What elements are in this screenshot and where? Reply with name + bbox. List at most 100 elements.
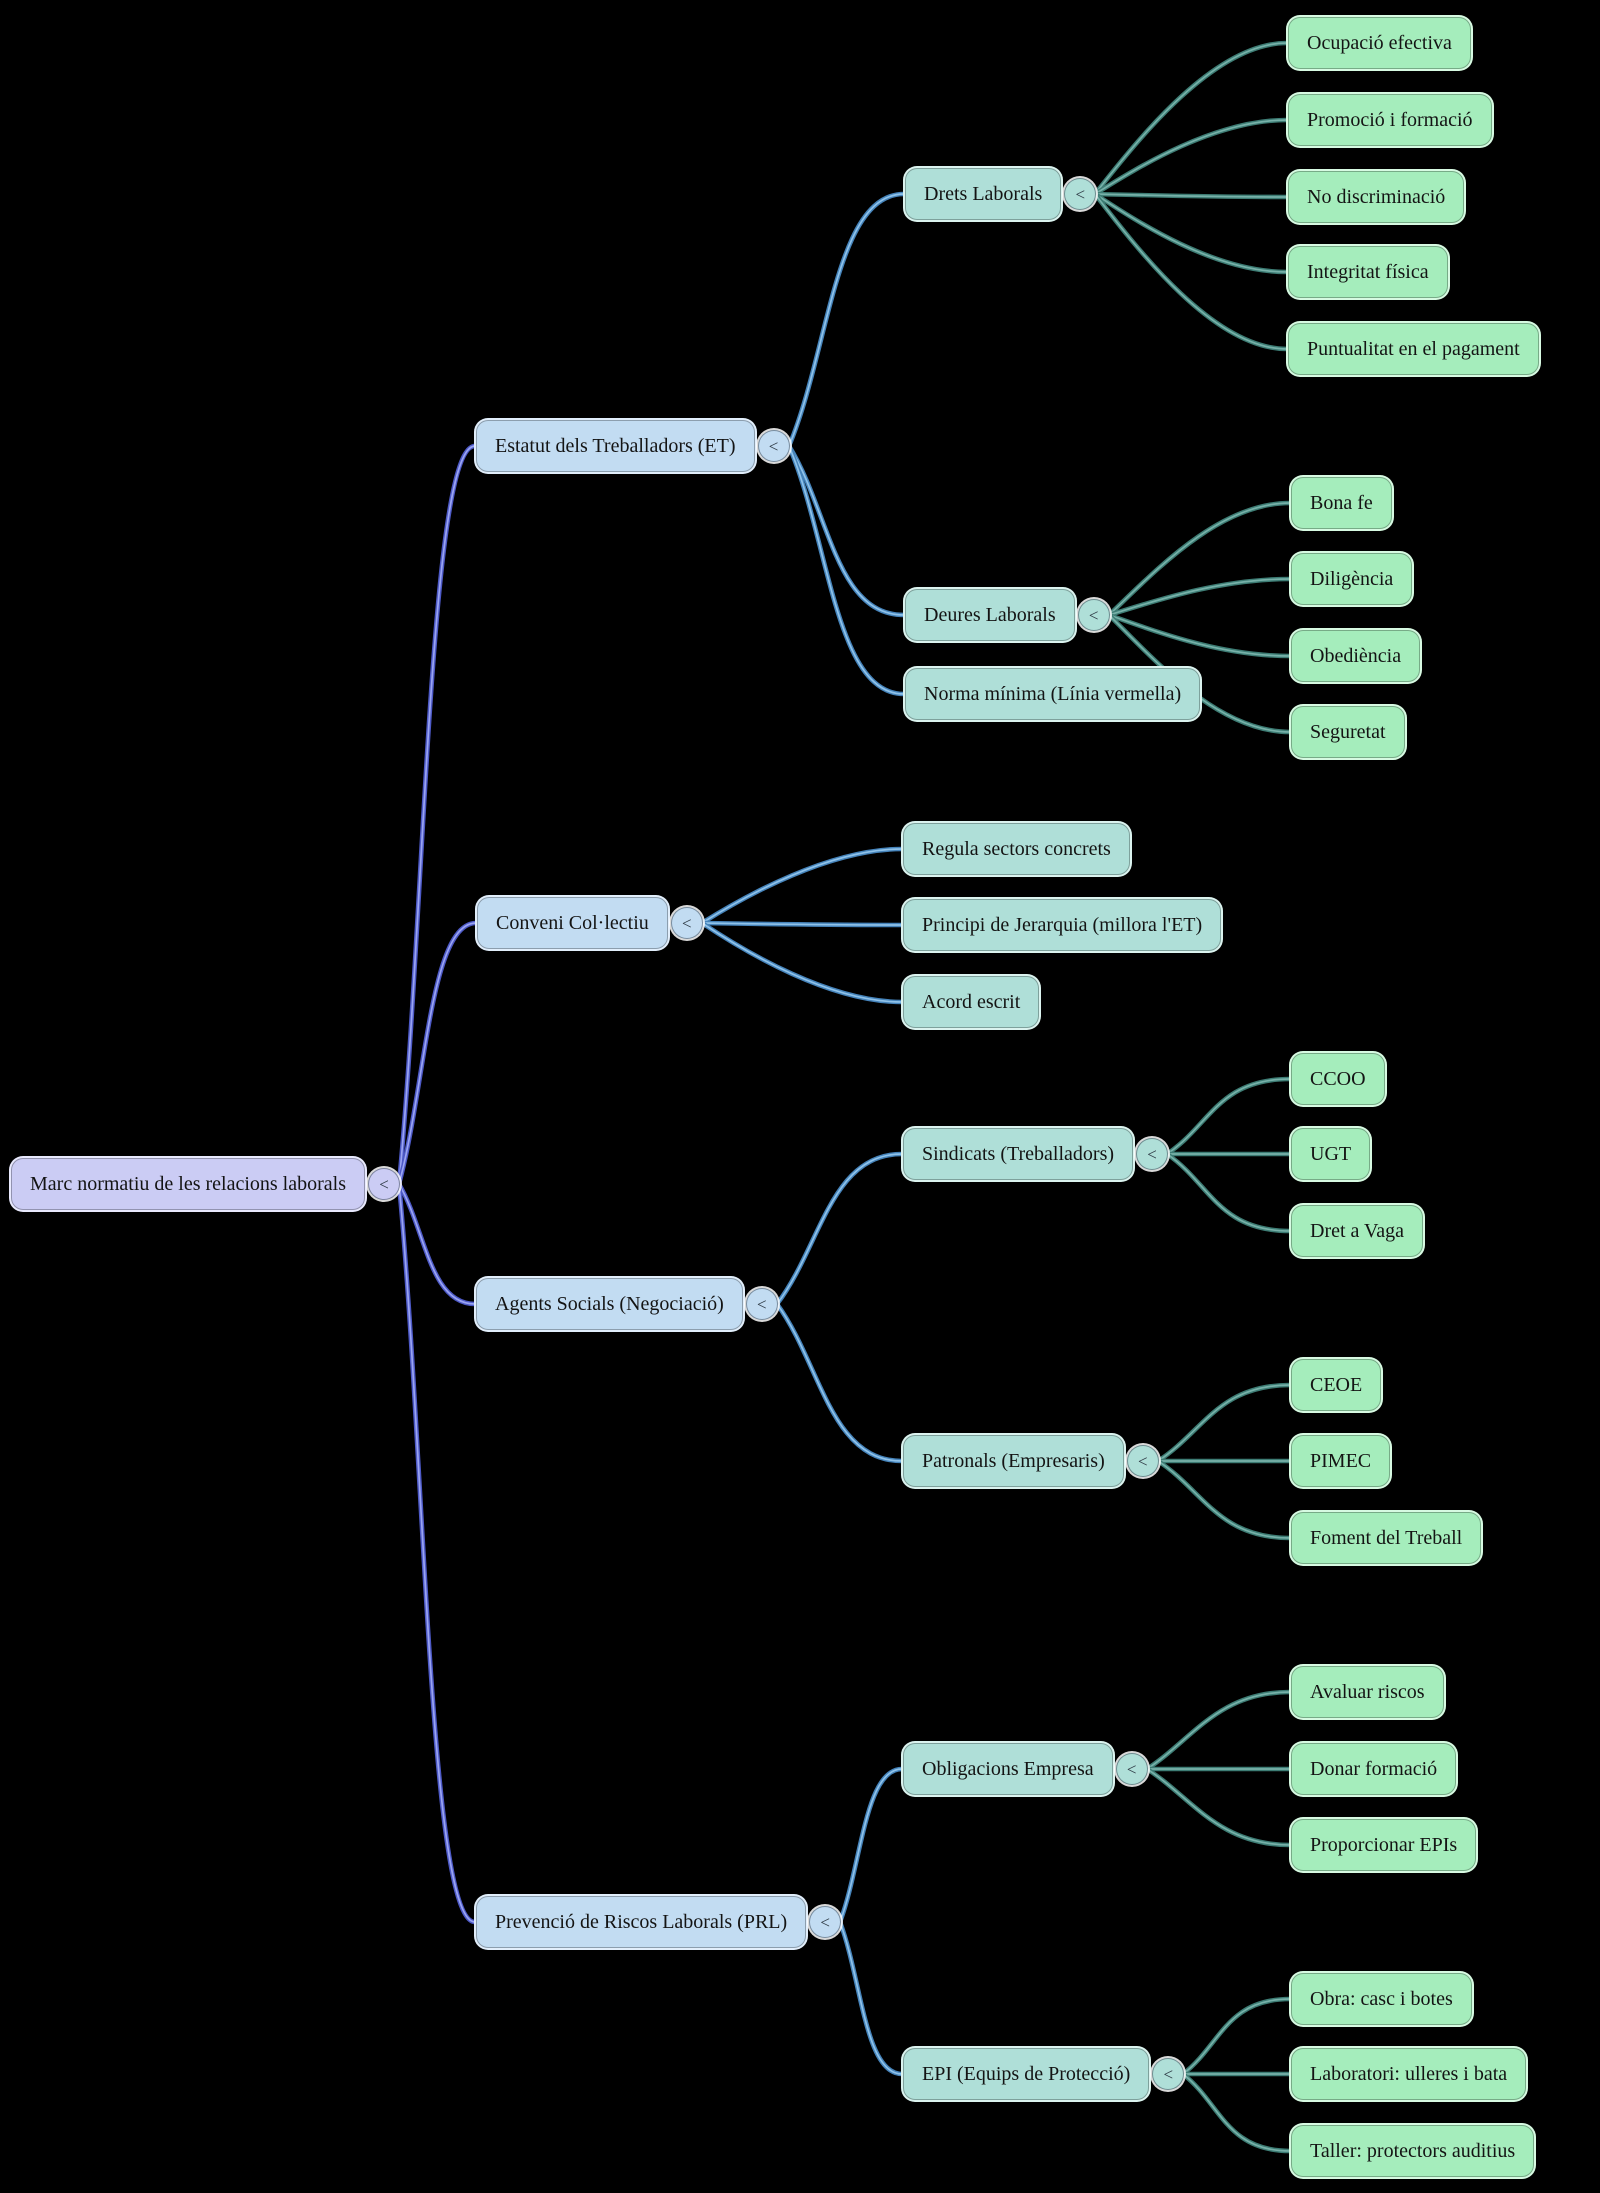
node-pimec[interactable]: PIMEC bbox=[1291, 1435, 1391, 1487]
node-obligacions-empresa[interactable]: Obligacions Empresa < bbox=[903, 1743, 1148, 1795]
collapse-button[interactable]: < bbox=[745, 1288, 778, 1320]
node-ocupacio-efectiva[interactable]: Ocupació efectiva bbox=[1288, 17, 1471, 69]
edge bbox=[1094, 193, 1288, 273]
collapse-button[interactable]: < bbox=[1064, 178, 1097, 210]
node-sindicats[interactable]: Sindicats (Treballadors) < bbox=[903, 1128, 1169, 1180]
node-label: Promoció i formació bbox=[1307, 109, 1473, 131]
node-label: Prevenció de Riscos Laborals (PRL) bbox=[495, 1911, 788, 1933]
node-label: Avaluar riscos bbox=[1310, 1681, 1425, 1703]
collapse-button[interactable]: < bbox=[1126, 1445, 1159, 1477]
node-acord-escrit[interactable]: Acord escrit bbox=[903, 976, 1040, 1028]
edge bbox=[1144, 1689, 1293, 1772]
node-label: Drets Laborals bbox=[924, 183, 1043, 205]
node-deures-laborals[interactable]: Deures Laborals < bbox=[905, 589, 1110, 641]
edge bbox=[398, 922, 477, 1185]
edge bbox=[1146, 1691, 1291, 1770]
edge bbox=[1108, 502, 1291, 616]
node-label: Foment del Treball bbox=[1310, 1527, 1463, 1549]
node-seguretat[interactable]: Seguretat bbox=[1291, 706, 1405, 758]
edge bbox=[1155, 1382, 1293, 1464]
edge bbox=[1108, 578, 1291, 616]
edge bbox=[396, 443, 478, 1187]
collapse-button[interactable]: < bbox=[1152, 2058, 1185, 2090]
edge bbox=[1146, 1768, 1291, 1846]
edge bbox=[1094, 42, 1288, 195]
node-label: Norma mínima (Línia vermella) bbox=[924, 683, 1182, 705]
node-laboratori-ulleres-bata[interactable]: Laboratori: ulleres i bata bbox=[1291, 2048, 1527, 2100]
node-ugt[interactable]: UGT bbox=[1291, 1128, 1371, 1180]
node-epi-equips[interactable]: EPI (Equips de Protecció) < bbox=[903, 2048, 1185, 2100]
node-label: UGT bbox=[1310, 1143, 1352, 1165]
edge bbox=[837, 1919, 905, 2077]
chevron-left-icon: < bbox=[1126, 1759, 1137, 1779]
node-root[interactable]: Marc normatiu de les relacions laborals … bbox=[11, 1158, 400, 1210]
edge bbox=[839, 1768, 903, 1923]
collapse-button[interactable]: < bbox=[368, 1168, 400, 1200]
node-obediencia[interactable]: Obediència bbox=[1291, 630, 1421, 682]
node-label: PIMEC bbox=[1310, 1450, 1372, 1472]
node-label: Deures Laborals bbox=[924, 604, 1056, 626]
node-drets-laborals[interactable]: Drets Laborals < bbox=[905, 168, 1097, 220]
node-agents-socials[interactable]: Agents Socials (Negociació) < bbox=[476, 1278, 778, 1330]
edge bbox=[699, 920, 905, 1005]
node-estatut-treballadors[interactable]: Estatut dels Treballadors (ET) < bbox=[476, 420, 790, 472]
node-label: Acord escrit bbox=[922, 991, 1021, 1013]
node-ccoo[interactable]: CCOO bbox=[1291, 1053, 1385, 1105]
node-label: CCOO bbox=[1310, 1068, 1366, 1090]
node-obra-casc-botes[interactable]: Obra: casc i botes bbox=[1291, 1973, 1472, 2025]
node-taller-protectors[interactable]: Taller: protectors auditius bbox=[1291, 2125, 1535, 2177]
node-no-discriminacio[interactable]: No discriminació bbox=[1288, 171, 1465, 223]
edge bbox=[1166, 1078, 1291, 1155]
edge bbox=[1166, 1153, 1291, 1232]
chevron-left-icon: < bbox=[1163, 2064, 1174, 2084]
collapse-button[interactable]: < bbox=[1077, 599, 1110, 631]
node-foment-del-treball[interactable]: Foment del Treball bbox=[1291, 1512, 1482, 1564]
node-diligencia[interactable]: Diligència bbox=[1291, 553, 1413, 605]
node-label: Principi de Jerarquia (millora l'ET) bbox=[922, 914, 1203, 936]
node-label: CEOE bbox=[1310, 1374, 1363, 1396]
collapse-button[interactable]: < bbox=[1136, 1138, 1169, 1170]
edge bbox=[1182, 2073, 1291, 2152]
node-conveni-collectiu[interactable]: Conveni Col·lectiu < bbox=[477, 897, 703, 949]
node-dret-a-vaga[interactable]: Dret a Vaga bbox=[1291, 1205, 1424, 1257]
node-patronals[interactable]: Patronals (Empresaris) < bbox=[903, 1435, 1159, 1487]
node-prevencio-riscos[interactable]: Prevenció de Riscos Laborals (PRL) < bbox=[476, 1896, 842, 1948]
collapse-button[interactable]: < bbox=[1115, 1753, 1148, 1785]
collapse-button[interactable]: < bbox=[757, 430, 790, 462]
node-label: Seguretat bbox=[1310, 721, 1386, 743]
node-avaluar-riscos[interactable]: Avaluar riscos bbox=[1291, 1666, 1444, 1718]
edge bbox=[1157, 1384, 1291, 1462]
edge bbox=[788, 445, 905, 695]
node-regula-sectors[interactable]: Regula sectors concrets bbox=[903, 823, 1130, 875]
node-bona-fe[interactable]: Bona fe bbox=[1291, 477, 1392, 529]
edge bbox=[398, 1183, 476, 1305]
collapse-button[interactable]: < bbox=[670, 907, 703, 939]
node-label: Dret a Vaga bbox=[1310, 1220, 1405, 1242]
node-puntualitat-pagament[interactable]: Puntualitat en el pagament bbox=[1288, 323, 1539, 375]
edge bbox=[1094, 193, 1288, 198]
node-label: Obra: casc i botes bbox=[1310, 1988, 1453, 2010]
edge bbox=[788, 445, 905, 616]
chevron-left-icon: < bbox=[820, 1912, 830, 1932]
node-integritat-fisica[interactable]: Integritat física bbox=[1288, 246, 1448, 298]
node-label: Taller: protectors auditius bbox=[1310, 2140, 1516, 2162]
node-principi-jerarquia[interactable]: Principi de Jerarquia (millora l'ET) bbox=[903, 899, 1222, 951]
edge bbox=[774, 1151, 905, 1307]
node-norma-minima[interactable]: Norma mínima (Línia vermella) bbox=[905, 668, 1201, 720]
edge bbox=[837, 1766, 905, 1925]
edge bbox=[788, 193, 905, 447]
node-label: Patronals (Empresaris) bbox=[922, 1450, 1105, 1472]
edge bbox=[1155, 1458, 1293, 1541]
node-label: Obligacions Empresa bbox=[922, 1758, 1094, 1780]
chevron-left-icon: < bbox=[379, 1174, 389, 1194]
node-label: Regula sectors concrets bbox=[922, 838, 1111, 860]
node-promocio-formacio[interactable]: Promoció i formació bbox=[1288, 94, 1492, 146]
collapse-button[interactable]: < bbox=[809, 1906, 842, 1938]
edge bbox=[1182, 1998, 1291, 2075]
node-proporcionar-epis[interactable]: Proporcionar EPIs bbox=[1291, 1819, 1477, 1871]
node-ceoe[interactable]: CEOE bbox=[1291, 1359, 1382, 1411]
node-donar-formacio[interactable]: Donar formació bbox=[1291, 1743, 1457, 1795]
edge bbox=[1094, 193, 1288, 350]
edge bbox=[699, 846, 905, 926]
